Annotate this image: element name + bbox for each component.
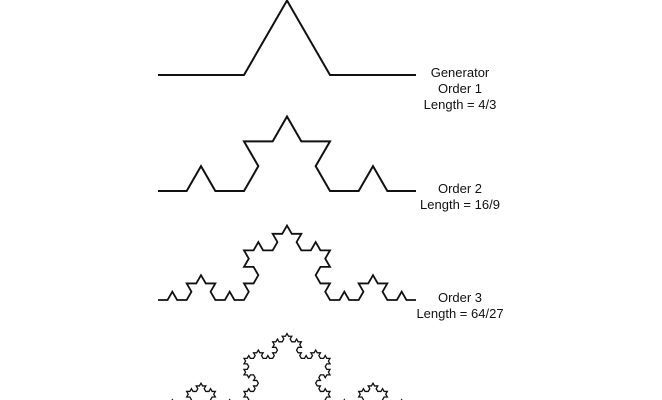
koch-curve-order-3 <box>158 223 416 301</box>
order-3-label: Order 3 Length = 64/27 <box>400 290 520 322</box>
koch-curve-order-4 <box>171 332 403 400</box>
length-text: Length = 4/3 <box>423 97 497 112</box>
order-text: Order 2 <box>437 181 483 196</box>
koch-curve-order-1 <box>158 0 416 76</box>
length-text: Length = 16/9 <box>420 197 500 212</box>
generator-text: Generator <box>430 65 490 80</box>
length-text: Length = 64/27 <box>416 306 504 321</box>
order-1-label: Generator Order 1 Length = 4/3 <box>400 65 520 113</box>
order-2-label: Order 2 Length = 16/9 <box>400 181 520 213</box>
koch-curve-order-2 <box>158 114 416 192</box>
order-text: Order 1 <box>437 81 483 96</box>
order-text: Order 3 <box>437 290 483 305</box>
